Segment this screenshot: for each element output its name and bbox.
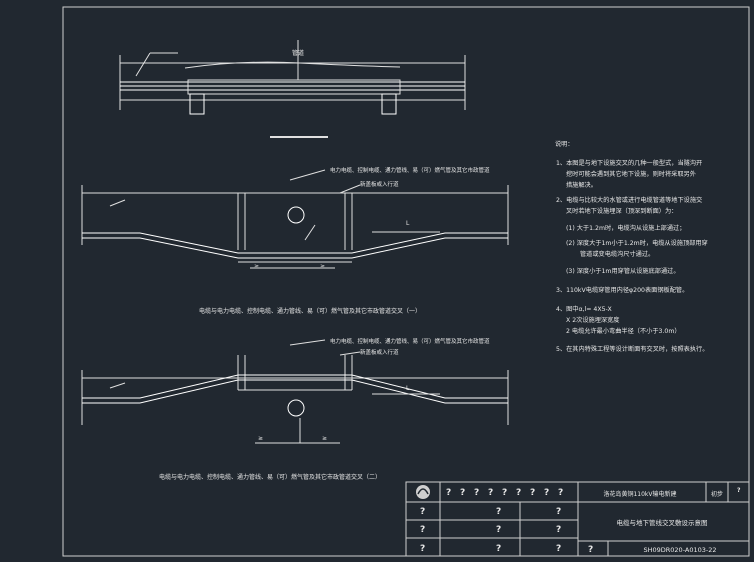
q-mark: ?: [488, 488, 493, 498]
top-detail: [119, 40, 466, 138]
q-mark: ?: [496, 525, 501, 535]
note-line-2: 措施解决。: [566, 181, 597, 189]
note-line-7: 管道或变电缆沟尺寸通过。: [580, 250, 654, 258]
note-line-5: (1) 大于1.2m时，电缆沟从设施上部通过；: [566, 224, 685, 232]
note-line-0: 1、本图是与地下设施交叉的几种一般型式，当隧沟开: [556, 159, 702, 167]
q-mark: ?: [588, 545, 593, 555]
q-mark: ?: [420, 544, 425, 554]
q-mark: ?: [460, 488, 465, 498]
dim-L-1: L: [406, 220, 410, 227]
crossing-detail-2: [81, 339, 509, 444]
note-line-8: (3) 深度小于1m用穿管从设施底部通过。: [566, 267, 680, 275]
q-mark: ?: [556, 544, 561, 554]
q-mark: ?: [502, 488, 507, 498]
note-line-10: 4、图中α,l= 4X5-X: [556, 305, 612, 313]
note-line-13: 5、在其内特殊工程等设计断面有交叉时，按照表执行。: [556, 345, 708, 353]
dim-ge-2: ≥: [258, 435, 263, 442]
crossing-detail-1: [81, 169, 509, 269]
cover-label-2: 新盖板或入行道: [360, 348, 399, 356]
q-mark: ?: [530, 488, 535, 498]
top-label: 管道: [292, 49, 304, 57]
q-mark: ?: [556, 525, 561, 535]
dim-ge-1: ≥: [254, 263, 259, 270]
cable-pipes-label-1: 电力电缆、控制电缆、通力管线、易（可）燃气管及其它市政管道: [330, 166, 490, 174]
cable-pipes-label-2: 电力电缆、控制电缆、通力管线、易（可）燃气管及其它市政管道: [330, 337, 490, 345]
q-mark: ?: [558, 488, 563, 498]
q-mark: ?: [496, 544, 501, 554]
q-mark: ?: [544, 488, 549, 498]
caption-1: 电缆与电力电缆、控制电缆、通力管线、易（可）燃气管及其它市政管道交叉（一）: [199, 307, 421, 315]
notes-title: 说明：: [555, 140, 574, 148]
title-block-marks: ? ? ? ? ? ? ? ? ? ? ? ? ? ? ? ? ? ? ? ?: [420, 487, 741, 555]
dim-ge-1b: ≥: [320, 263, 325, 270]
note-line-9: 3、110kV电缆穿管用内径φ200表面钢板配管。: [556, 286, 688, 294]
q-mark: ?: [446, 488, 451, 498]
title-logo: [416, 485, 430, 499]
dim-L-2: L: [406, 385, 410, 392]
note-line-6: (2) 深度大于1m小于1.2m时，电缆从设施顶部用穿: [566, 239, 708, 247]
q-mark: ?: [737, 487, 741, 494]
q-mark: ?: [420, 525, 425, 535]
note-line-1: 挖时可能会遇到其它地下设施，则时将采取另外: [566, 170, 696, 178]
title-block: [405, 481, 750, 557]
cover-label-1: 新盖板或入行道: [360, 180, 399, 188]
note-line-3: 2、电缆与比较大的水管或进行电缆管道等地下设施交: [556, 196, 702, 204]
q-mark: ?: [474, 488, 479, 498]
note-line-12: 2 电缆允许最小弯曲半径（不小于3.0m）: [566, 327, 681, 335]
q-mark: ?: [420, 507, 425, 517]
drawing-number: SH09DR020-A0103-22: [643, 546, 716, 554]
q-mark: ?: [556, 507, 561, 517]
project-name: 洛花岛黄铜110kV输电新建: [603, 490, 676, 498]
drawing-title: 电缆与地下管线交叉敷设示意图: [617, 518, 708, 527]
note-line-11: X 2次设施埋深宽度: [566, 316, 619, 324]
dim-ge-2b: ≥: [322, 435, 327, 442]
caption-2: 电缆与电力电缆、控制电缆、通力管线、易（可）燃气管及其它市政管道交叉（二）: [159, 473, 381, 481]
q-mark: ?: [496, 507, 501, 517]
design-stage: 初步: [711, 490, 723, 498]
notes-block: 说明： 1、本图是与地下设施交叉的几种一般型式，当隧沟开 挖时可能会遇到其它地下…: [555, 140, 708, 353]
q-mark: ?: [516, 488, 521, 498]
note-line-4: 叉时若地下设施埋深（顶深到断面）为：: [566, 207, 677, 215]
